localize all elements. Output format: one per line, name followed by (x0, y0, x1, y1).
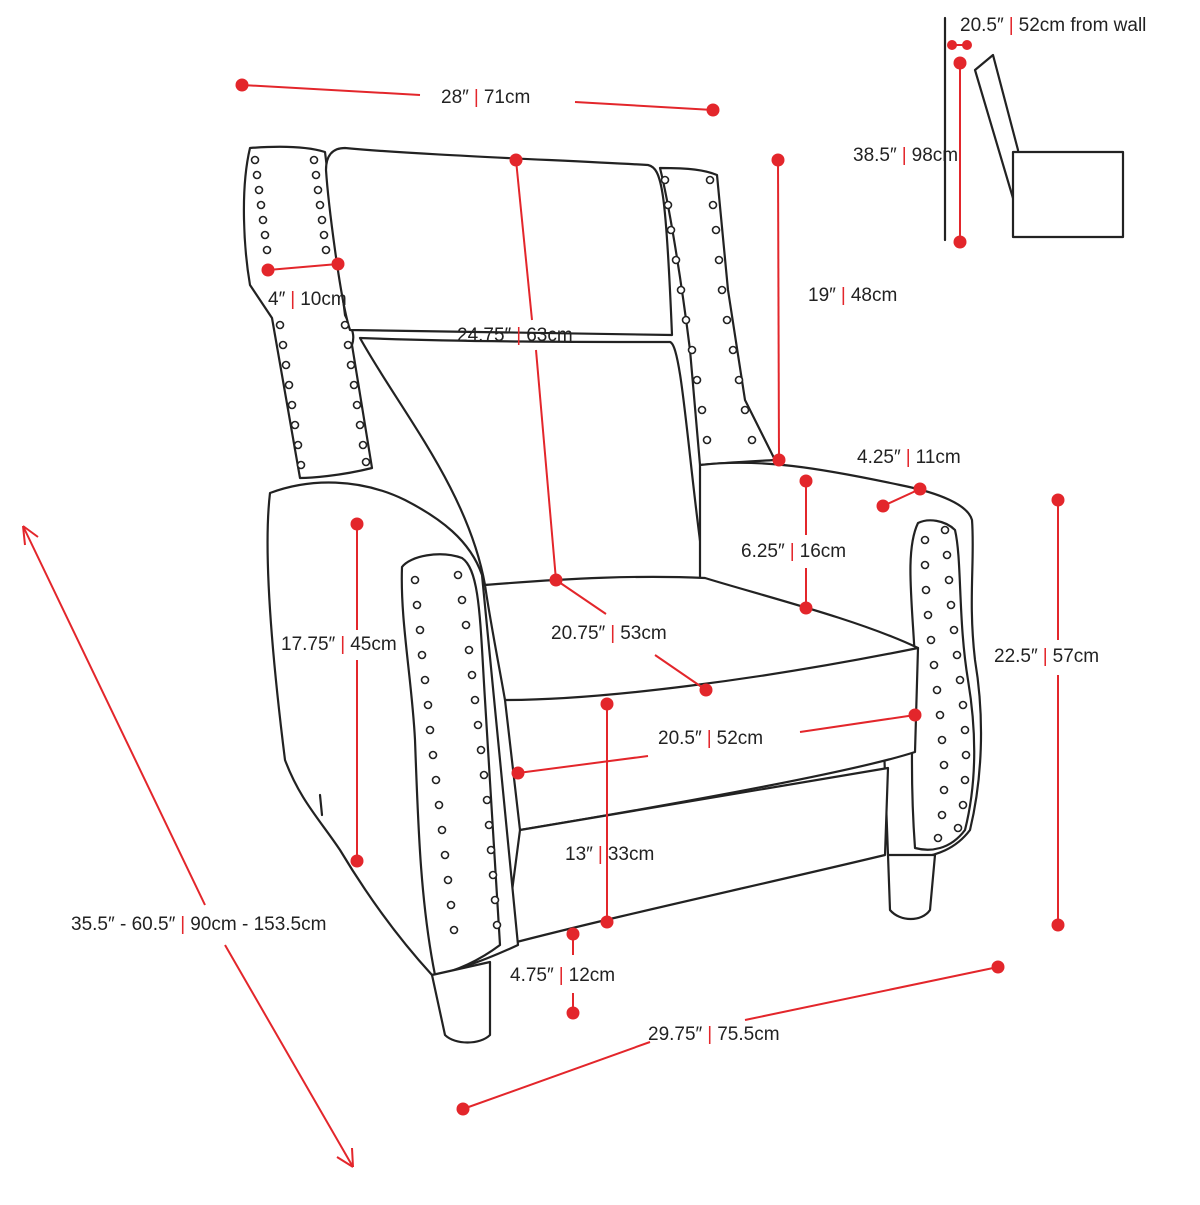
dim-dot (261, 263, 275, 277)
dim-dot (962, 40, 972, 50)
dim-dot (566, 1006, 580, 1020)
profile-seat (1011, 150, 1125, 239)
dim-dot (456, 1102, 470, 1116)
separator: | (473, 87, 479, 108)
separator: | (707, 1024, 713, 1045)
dimension-lines (22, 40, 1065, 1168)
separator: | (597, 844, 603, 865)
nailhead-studs (250, 155, 971, 935)
back-height-line-bottom (535, 349, 557, 581)
dim-dot (799, 474, 813, 488)
dim-dot (991, 960, 1005, 974)
arm-to-top-label: 19″|48cm (808, 285, 898, 306)
seat-width-line-left (517, 755, 649, 774)
seat-depth-line-bottom (654, 654, 707, 691)
width-line-right (574, 101, 714, 111)
total-height-label: 38.5″|98cm (853, 145, 959, 166)
separator: | (901, 145, 907, 166)
arrowhead-bottom (336, 1147, 354, 1168)
dim-dot (699, 683, 713, 697)
dim-dot (947, 40, 957, 50)
dim-dot (600, 697, 614, 711)
seat-height-label: 13″|33cm (565, 844, 655, 865)
overall-depth-line-left (462, 1041, 651, 1110)
seat-depth-line-top (555, 579, 607, 615)
arm-to-top-line (777, 159, 780, 461)
depth-range-line-top (22, 525, 206, 906)
seat-front-edge (503, 646, 920, 702)
separator: | (516, 325, 522, 346)
side-profile (943, 16, 1125, 242)
separator: | (840, 285, 846, 306)
arm-above-seat-label: 6.25″|16cm (741, 541, 847, 562)
dim-dot (566, 927, 580, 941)
separator: | (180, 914, 186, 935)
seat-width-line-right (799, 714, 916, 733)
left-arm-front (400, 553, 502, 977)
seat-depth-label: 20.75″|53cm (551, 623, 667, 644)
dim-dot (706, 103, 720, 117)
overall-depth-label: 29.75″|75.5cm (648, 1024, 780, 1045)
arm-height-total-label: 22.5″|57cm (994, 646, 1100, 667)
leg-height-label: 4.75″|12cm (510, 965, 616, 986)
dim-dot (772, 453, 786, 467)
dim-dot (350, 517, 364, 531)
dim-dot (953, 56, 967, 70)
arm-width-label: 4.25″|11cm (857, 447, 961, 468)
front-left-leg (430, 960, 492, 1044)
separator: | (789, 541, 795, 562)
separator: | (905, 447, 911, 468)
wall-clearance-label: 20.5″|52cm from wall (960, 15, 1147, 36)
dim-dot (771, 153, 785, 167)
dim-dot (799, 601, 813, 615)
back-cushion-lower (358, 336, 707, 587)
dim-dot (1051, 918, 1065, 932)
arrowhead-top (22, 525, 39, 546)
dim-dot (876, 499, 890, 513)
overall-depth-line-right (744, 966, 999, 1021)
dim-dot (953, 235, 967, 249)
dim-dot (509, 153, 523, 167)
wing-width-line (267, 263, 339, 271)
left-wing (242, 145, 374, 480)
separator: | (558, 965, 564, 986)
dim-dot (913, 482, 927, 496)
dim-dot (600, 915, 614, 929)
separator: | (706, 728, 712, 749)
chair-outline (242, 145, 983, 1044)
back-height-line-top (515, 159, 533, 321)
back-left-leg (318, 793, 324, 817)
depth-range-line-bottom (224, 944, 354, 1168)
arm-width-line (882, 488, 921, 507)
depth-range-label: 35.5″ - 60.5″|90cm - 153.5cm (71, 914, 327, 935)
dim-dot (331, 257, 345, 271)
width-line-left (241, 84, 421, 96)
dim-dot (350, 854, 364, 868)
dim-dot (908, 708, 922, 722)
arm-height-label: 17.75″|45cm (281, 634, 397, 655)
profile-back (973, 53, 1020, 217)
separator: | (610, 623, 616, 644)
dim-dot (511, 766, 525, 780)
back-cushion-upper (324, 146, 674, 337)
overall-width-label: 28″|71cm (441, 87, 531, 108)
back-height-label: 24.75″|63cm (457, 325, 573, 346)
seat-width-label: 20.5″|52cm (658, 728, 764, 749)
separator: | (1042, 646, 1048, 667)
separator: | (290, 289, 296, 310)
front-right-leg (886, 853, 937, 921)
dim-dot (235, 78, 249, 92)
separator: | (340, 634, 346, 655)
wing-width-label: 4″|10cm (268, 289, 347, 310)
dim-dot (1051, 493, 1065, 507)
separator: | (1008, 15, 1014, 36)
